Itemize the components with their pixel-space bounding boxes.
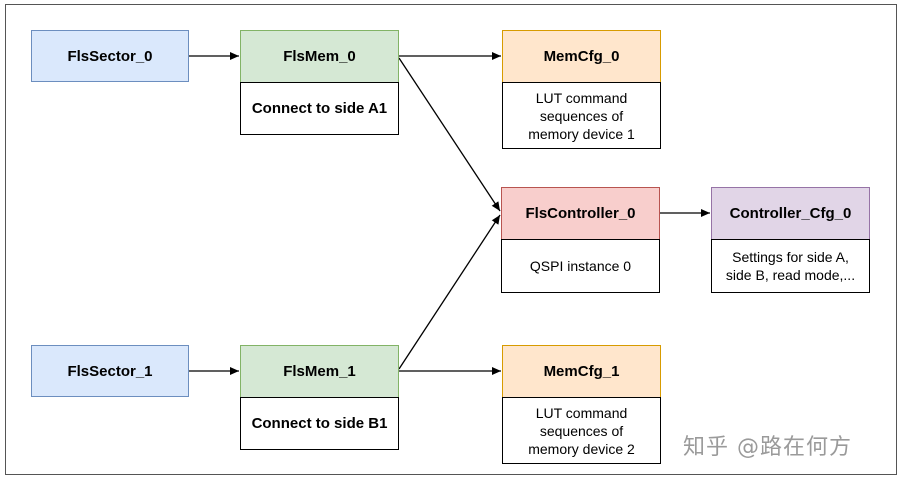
node-fls-controller-0-body: QSPI instance 0 (501, 239, 660, 293)
node-mem-cfg-0: MemCfg_0 (502, 30, 661, 83)
watermark: 知乎 @路在何方 (683, 435, 852, 460)
node-fls-mem-0-body: Connect to side A1 (240, 82, 399, 135)
node-mem-cfg-0-body: LUT command sequences of memory device 1 (502, 82, 661, 149)
mem-cfg-0-line-3: memory device 1 (528, 125, 635, 142)
edge-mem0-controller (398, 57, 501, 212)
mem-cfg-1-line-2: sequences of (539, 422, 624, 439)
controller-cfg-0-line-1: Settings for side A, (732, 249, 849, 265)
mem-cfg-1-line-3: memory device 2 (528, 440, 635, 457)
node-fls-sector-1: FlsSector_1 (31, 345, 189, 397)
node-fls-mem-0: FlsMem_0 (240, 30, 399, 83)
controller-cfg-0-line-2: side B, read mode,... (725, 267, 856, 283)
node-mem-cfg-1: MemCfg_1 (502, 345, 661, 398)
diagram-frame (5, 4, 897, 475)
node-controller-cfg-0-body: Settings for side A, side B, read mode,.… (711, 239, 870, 293)
mem-cfg-1-line-1: LUT command (535, 404, 628, 421)
mem-cfg-0-line-2: sequences of (539, 107, 624, 124)
node-mem-cfg-1-body: LUT command sequences of memory device 2 (502, 397, 661, 464)
node-controller-cfg-0: Controller_Cfg_0 (711, 187, 870, 240)
node-fls-controller-0: FlsController_0 (501, 187, 660, 240)
node-fls-mem-1-body: Connect to side B1 (240, 397, 399, 450)
mem-cfg-0-line-1: LUT command (535, 89, 628, 106)
edge-mem1-controller (398, 214, 501, 370)
node-fls-mem-1: FlsMem_1 (240, 345, 399, 398)
node-fls-sector-0: FlsSector_0 (31, 30, 189, 82)
